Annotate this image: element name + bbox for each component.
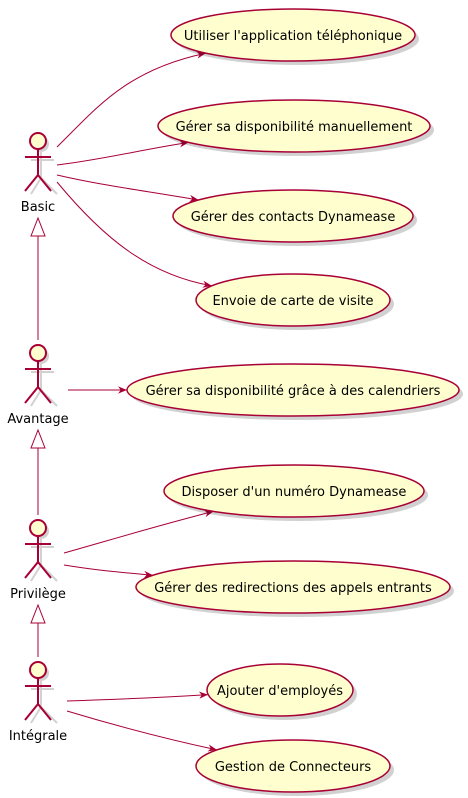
actor-privilege: Privilège	[10, 519, 66, 602]
use-case-label: Envoie de carte de visite	[212, 294, 373, 309]
actor-avantage: Avantage	[7, 344, 69, 427]
association-integrale-uc8	[66, 691, 209, 702]
use-case-label: Ajouter d'employés	[217, 684, 343, 699]
actor-label: Avantage	[7, 412, 68, 427]
use-case-uc9: Gestion de Connecteurs	[195, 739, 394, 796]
use-case-label: Gérer des contacts Dynamease	[191, 210, 396, 225]
generalization-integrale-to-privilege	[30, 603, 46, 657]
use-case-uc3: Gérer des contacts Dynamease	[172, 189, 417, 246]
association-basic-uc4	[56, 181, 212, 288]
use-case-uc6: Disposer d'un numéro Dynamease	[163, 464, 428, 521]
use-case-ellipse	[170, 8, 416, 62]
actor-label: Privilège	[10, 587, 66, 602]
use-case-uc1: Utiliser l'application téléphonique	[170, 8, 419, 65]
actor-stick-figure-icon	[24, 519, 58, 582]
actor-basic: Basic	[21, 132, 58, 215]
association-privilege-uc7	[63, 564, 154, 579]
use-case-ellipse	[163, 464, 425, 518]
use-case-ellipse	[195, 273, 391, 327]
actor-label: Intégrale	[9, 729, 67, 744]
association-basic-uc1	[56, 51, 206, 148]
actor-integrale: Intégrale	[9, 661, 67, 744]
association-integrale-uc9	[66, 710, 218, 752]
generalization-privilege-to-avantage	[30, 428, 46, 515]
use-case-uc8: Ajouter d'employés	[206, 663, 357, 720]
use-case-label: Gérer sa disponibilité grâce à des calen…	[146, 384, 441, 399]
use-case-label: Utiliser l'application téléphonique	[184, 29, 402, 44]
use-case-label: Gestion de Connecteurs	[215, 760, 372, 775]
use-case-uc2: Gérer sa disponibilité manuellement	[157, 99, 434, 156]
use-case-ellipse	[126, 363, 460, 417]
actor-stick-figure-icon	[24, 344, 58, 407]
use-case-ellipse	[206, 663, 354, 717]
use-case-ellipse	[172, 189, 414, 243]
actor-label: Basic	[21, 200, 55, 215]
use-case-ellipse	[195, 739, 391, 793]
use-case-ellipse	[157, 99, 431, 153]
actor-stick-figure-icon	[24, 661, 58, 724]
use-case-label: Gérer des redirections des appels entran…	[154, 581, 432, 596]
use-case-ellipse	[135, 560, 451, 614]
use-case-uc7: Gérer des redirections des appels entran…	[135, 560, 454, 617]
use-case-uc4: Envoie de carte de visite	[195, 273, 394, 330]
use-case-label: Disposer d'un numéro Dynamease	[182, 485, 407, 500]
association-basic-uc3	[56, 174, 199, 203]
use-case-uc5: Gérer sa disponibilité grâce à des calen…	[126, 363, 463, 420]
use-case-label: Gérer sa disponibilité manuellement	[176, 120, 413, 135]
association-basic-uc2	[56, 140, 189, 166]
association-privilege-uc6	[63, 510, 214, 554]
generalization-avantage-to-basic	[30, 216, 46, 340]
edges	[30, 51, 218, 752]
use-cases: Utiliser l'application téléphoniqueGérer…	[126, 8, 463, 796]
actor-stick-figure-icon	[24, 132, 58, 195]
